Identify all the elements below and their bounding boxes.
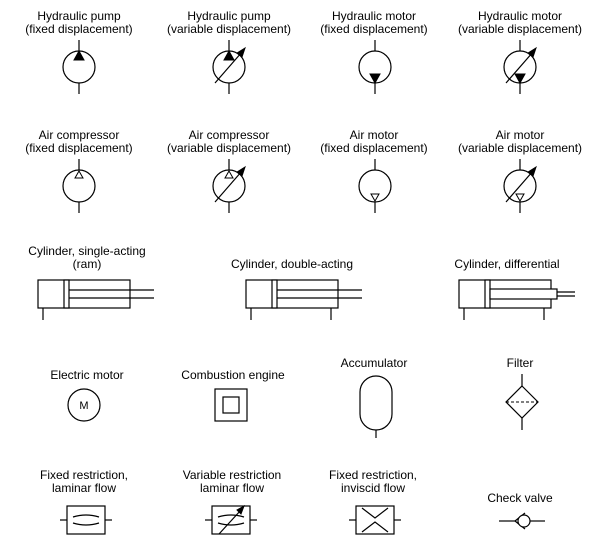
electric-motor-label: Electric motor [27, 369, 147, 382]
label-line-1: Check valve [487, 491, 553, 505]
label-line-2: (variable displacement) [166, 22, 292, 36]
label-line-1: Hydraulic motor [477, 9, 563, 23]
label-line-2: (variable displacement) [166, 141, 292, 155]
label-line-1: Variable restriction [182, 468, 282, 482]
label-line-1: Filter [506, 356, 534, 370]
cylinder-double-label: Cylinder, double-acting [222, 258, 362, 271]
air-compressor-fixed-label: Air compressor (fixed displacement) [19, 129, 139, 155]
air-compressor-variable-symbol [212, 159, 246, 213]
hydraulic-pump-fixed-symbol [62, 40, 96, 94]
air-motor-variable-symbol [503, 159, 537, 213]
label-line-2: (fixed displacement) [320, 141, 428, 155]
combustion-engine-symbol [214, 388, 248, 422]
hydraulic-pump-fixed-label: Hydraulic pump (fixed displacement) [19, 10, 139, 36]
label-line-1: Hydraulic pump [187, 9, 271, 23]
combustion-engine-label: Combustion engine [168, 369, 298, 382]
hydraulic-motor-variable-symbol [503, 40, 537, 94]
label-line-1: Hydraulic pump [37, 9, 121, 23]
label-line-2: laminar flow [199, 481, 265, 495]
label-line-1: Cylinder, double-acting [230, 257, 354, 271]
hydraulic-pump-variable-symbol [212, 40, 246, 94]
filter-symbol [505, 374, 539, 430]
label-line-1: Accumulator [340, 356, 408, 370]
air-motor-fixed-label: Air motor (fixed displacement) [314, 129, 434, 155]
electric-motor-mark: M [79, 400, 88, 412]
check-valve-label: Check valve [460, 492, 580, 505]
label-line-2: (fixed displacement) [320, 22, 428, 36]
label-line-1: Cylinder, single-acting [28, 244, 146, 258]
cylinder-single-label: Cylinder, single-acting (ram) [22, 245, 152, 271]
label-line-1: Air motor [495, 128, 545, 142]
hydraulic-motor-fixed-symbol [358, 40, 392, 94]
label-line-1: Air motor [349, 128, 399, 142]
cylinder-differential-label: Cylinder, differential [442, 258, 572, 271]
air-compressor-fixed-symbol [62, 159, 96, 213]
label-line-1: Fixed restriction, [39, 468, 129, 482]
label-line-1: Air compressor [188, 128, 270, 142]
hydraulic-motor-variable-label: Hydraulic motor (variable displacement) [455, 10, 585, 36]
label-line-2: (fixed displacement) [25, 22, 133, 36]
accumulator-symbol [359, 375, 393, 438]
air-compressor-variable-label: Air compressor (variable displacement) [164, 129, 294, 155]
electric-motor-symbol: M [67, 388, 101, 422]
variable-restriction-laminar-label: Variable restriction laminar flow [167, 469, 297, 495]
fixed-restriction-inviscid-label: Fixed restriction, inviscid flow [313, 469, 433, 495]
label-line-2: (variable displacement) [457, 141, 583, 155]
air-motor-fixed-symbol [358, 159, 392, 213]
check-valve-symbol [499, 512, 545, 530]
cylinder-single-acting-symbol [37, 279, 154, 320]
label-line-2: (fixed displacement) [25, 141, 133, 155]
label-line-2: inviscid flow [340, 481, 406, 495]
hydraulic-pump-variable-label: Hydraulic pump (variable displacement) [164, 10, 294, 36]
cylinder-differential-symbol [458, 279, 575, 320]
fixed-restriction-laminar-symbol [60, 505, 112, 535]
variable-restriction-laminar-symbol [205, 504, 257, 535]
label-line-1: Cylinder, differential [454, 257, 560, 271]
accumulator-label: Accumulator [314, 357, 434, 370]
label-line-1: Fixed restriction, [328, 468, 418, 482]
air-motor-variable-label: Air motor (variable displacement) [455, 129, 585, 155]
label-line-1: Air compressor [38, 128, 120, 142]
fixed-restriction-laminar-label: Fixed restriction, laminar flow [24, 469, 144, 495]
hydraulic-motor-fixed-label: Hydraulic motor (fixed displacement) [314, 10, 434, 36]
label-line-2: laminar flow [51, 481, 117, 495]
label-line-1: Electric motor [50, 368, 124, 382]
label-line-1: Combustion engine [181, 368, 285, 382]
label-line-2: (ram) [72, 257, 102, 271]
fixed-restriction-inviscid-symbol [349, 505, 401, 535]
label-line-2: (variable displacement) [457, 22, 583, 36]
filter-label: Filter [460, 357, 580, 370]
label-line-1: Hydraulic motor [331, 9, 417, 23]
cylinder-double-acting-symbol [245, 279, 362, 320]
